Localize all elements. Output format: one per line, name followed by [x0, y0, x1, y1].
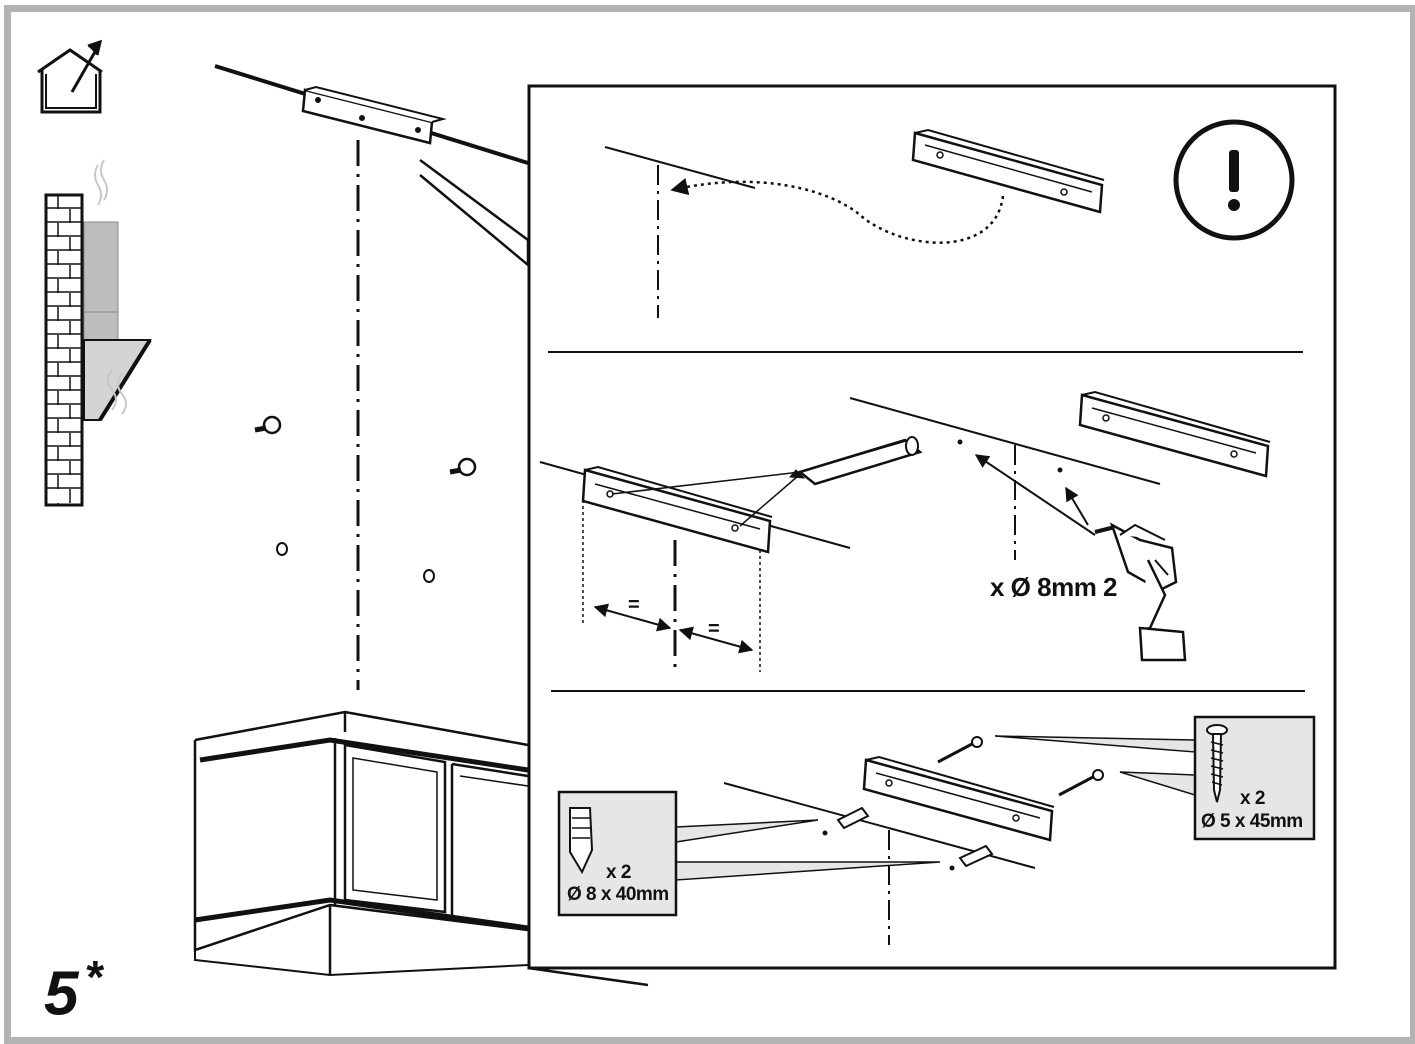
- wall-plug-icon: [569, 807, 594, 875]
- step-number: 5*: [44, 950, 102, 1030]
- mounting-bracket: [1078, 390, 1271, 478]
- main-scene: [193, 64, 649, 987]
- plug-size: Ø 8 x 40mm: [567, 884, 669, 905]
- mounting-bracket-main: [301, 85, 447, 145]
- mounting-bracket: [862, 755, 1055, 842]
- house-exhaust-icon: [37, 39, 103, 114]
- pencil-icon: [788, 436, 923, 486]
- wall-plug: [836, 806, 994, 868]
- panel-3: [557, 715, 1316, 945]
- equal-mark-right: =: [708, 618, 720, 640]
- drill-size-label: x Ø 8mm 2: [990, 572, 1118, 602]
- exclamation-warning-icon: [1173, 119, 1295, 241]
- mounting-bracket: [581, 465, 773, 554]
- wall-screw: [254, 415, 282, 435]
- screw-size: Ø 5 x 45mm: [1201, 811, 1303, 832]
- screw-icon: [1206, 724, 1228, 803]
- drill-icon: [1094, 522, 1187, 662]
- equal-mark-left: =: [628, 594, 640, 616]
- step-number-value: 5: [44, 959, 79, 1029]
- panel-2: [539, 390, 1271, 672]
- screw-quantity: x 2: [1240, 788, 1265, 809]
- screw: [937, 736, 1104, 797]
- wall-screw: [449, 457, 477, 477]
- step-asterisk: *: [84, 951, 103, 1003]
- mounting-bracket: [911, 128, 1105, 214]
- cabinet: [193, 710, 649, 987]
- plug-quantity: x 2: [606, 862, 631, 883]
- panel-1: [604, 119, 1295, 318]
- wall-hood-illustration: [44, 159, 152, 507]
